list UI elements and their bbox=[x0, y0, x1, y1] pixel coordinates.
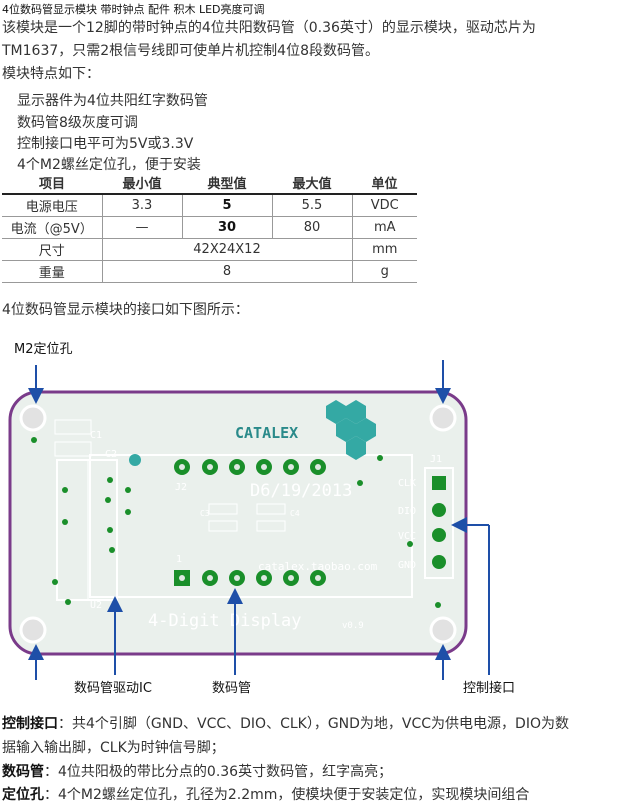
mounting-hole bbox=[429, 404, 457, 432]
capacitor-c2 bbox=[54, 441, 92, 457]
driver-ic-inner bbox=[87, 459, 118, 601]
label-mounting-hole: M2定位孔 bbox=[14, 342, 73, 357]
silk-c4: C4 bbox=[290, 509, 300, 518]
col-header-item: 项目 bbox=[2, 172, 102, 195]
capacitor-c1 bbox=[54, 419, 92, 435]
display-outline bbox=[89, 454, 413, 598]
spec-table-header: 项目 最小值 典型值 最大值 单位 bbox=[2, 172, 417, 195]
pin-label-dio: DIO bbox=[398, 506, 416, 517]
cell-item: 重量 bbox=[2, 260, 102, 283]
cell-max: 80 bbox=[271, 216, 352, 239]
table-row: 电流（@5V） — 30 80 mA bbox=[2, 216, 417, 239]
desc-display-label: 数码管 bbox=[2, 764, 44, 780]
silk-website: catalex.taobao.com bbox=[258, 560, 378, 573]
col-header-typ: 典型值 bbox=[182, 172, 272, 195]
feature-item: 显示器件为4位共阳红字数码管 bbox=[17, 93, 208, 109]
features-title: 模块特点如下： bbox=[2, 66, 100, 82]
label-display: 数码管 bbox=[212, 681, 252, 696]
brand-logo bbox=[326, 400, 376, 460]
desc-interface-label: 控制接口 bbox=[2, 716, 58, 732]
pin-dio-pad bbox=[432, 503, 446, 517]
spec-table: 项目 最小值 典型值 最大值 单位 电源电压 3.3 5 5.5 VDC 电流（… bbox=[2, 172, 417, 283]
desc-interface: 控制接口：共4个引脚（GND、VCC、DIO、CLK），GND为地，VCC为供电… bbox=[2, 712, 614, 736]
cell-min: — bbox=[101, 216, 182, 239]
module-diagram: CATALEX C1 C2 J2 U2 J1 C3 C4 1 D6/19/201… bbox=[8, 360, 490, 680]
cell-typ: 30 bbox=[181, 216, 272, 239]
cell-merged: 42X24X12 bbox=[101, 238, 352, 261]
feature-item: 数码管8级灰度可调 bbox=[17, 115, 138, 131]
cell-unit: VDC bbox=[351, 194, 417, 217]
capacitor-c4 bbox=[256, 503, 286, 515]
capacitor-c5 bbox=[208, 520, 238, 532]
desc-display-text: ：4位共阳极的带比分点的0.36英寸数码管，红字高亮； bbox=[44, 764, 393, 780]
mounting-hole bbox=[19, 404, 47, 432]
silk-c3: C3 bbox=[200, 509, 210, 518]
intro-line-2: TM1637，只需2根信号线即可使单片机控制4位8段数码管。 bbox=[2, 43, 379, 59]
intro-line-1: 该模块是一个12脚的带时钟点的4位共阳数码管（0.36英寸）的显示模块，驱动芯片… bbox=[2, 20, 536, 36]
page-header: 4位数码管显示模块 带时钟点 配件 积木 LED亮度可调 bbox=[2, 3, 265, 16]
cell-unit: mm bbox=[351, 238, 417, 261]
col-header-unit: 单位 bbox=[352, 172, 417, 195]
cell-item: 电源电压 bbox=[2, 194, 102, 217]
silk-c1: C1 bbox=[90, 430, 102, 441]
ic-via-pads bbox=[31, 437, 441, 608]
table-row: 电源电压 3.3 5 5.5 VDC bbox=[2, 194, 417, 217]
desc-interface-text: ：共4个引脚（GND、VCC、DIO、CLK），GND为地，VCC为供电电源，D… bbox=[58, 716, 569, 732]
table-row: 重量 8 g bbox=[2, 260, 417, 283]
silk-j2: J2 bbox=[175, 482, 187, 493]
cell-item: 尺寸 bbox=[2, 238, 102, 261]
silk-pin1: 1 bbox=[176, 554, 182, 565]
desc-mount-label: 定位孔 bbox=[2, 787, 44, 803]
desc-mount-text: ：4个M2螺丝定位孔，孔径为2.2mm，使模块便于安装定位，实现模块间组合 bbox=[44, 787, 530, 803]
pin-label-clk: CLK bbox=[398, 478, 416, 489]
desc-display: 数码管：4位共阳极的带比分点的0.36英寸数码管，红字高亮； bbox=[2, 760, 614, 784]
feature-item: 4个M2螺丝定位孔，便于安装 bbox=[17, 157, 201, 173]
cell-item: 电流（@5V） bbox=[2, 216, 102, 239]
label-interface: 控制接口 bbox=[463, 681, 516, 696]
pin-label-vcc: VCC bbox=[398, 531, 416, 542]
silk-date: D6/19/2013 bbox=[250, 481, 352, 501]
col-header-max: 最大值 bbox=[272, 172, 352, 195]
cell-max: 5.5 bbox=[271, 194, 352, 217]
mounting-hole bbox=[19, 616, 47, 644]
col-header-min: 最小值 bbox=[102, 172, 182, 195]
pin-gnd-pad bbox=[432, 555, 446, 569]
interface-caption: 4位数码管显示模块的接口如下图所示： bbox=[2, 302, 249, 318]
capacitor-c3 bbox=[208, 503, 238, 515]
cell-unit: mA bbox=[351, 216, 417, 239]
led-indicator bbox=[129, 454, 141, 466]
silk-version: v0.9 bbox=[342, 621, 364, 631]
cell-unit: g bbox=[351, 260, 417, 283]
silk-u2: U2 bbox=[90, 600, 102, 611]
pin-clk-pad bbox=[432, 476, 446, 490]
silk-j1: J1 bbox=[430, 454, 442, 465]
silk-c2: C2 bbox=[105, 449, 117, 460]
silk-product: 4-Digit Display bbox=[148, 611, 302, 631]
desc-interface-2: 据输入输出脚，CLK为时钟信号脚； bbox=[2, 740, 225, 756]
pin-label-gnd: GND bbox=[398, 560, 416, 571]
pin-vcc-pad bbox=[432, 528, 446, 542]
cell-typ: 5 bbox=[181, 194, 272, 217]
brand-text: CATALEX bbox=[235, 424, 298, 442]
table-row: 尺寸 42X24X12 mm bbox=[2, 238, 417, 261]
capacitor-c6 bbox=[256, 520, 286, 532]
cell-merged: 8 bbox=[101, 260, 352, 283]
label-driver-ic: 数码管驱动IC bbox=[74, 681, 152, 696]
desc-mount: 定位孔：4个M2螺丝定位孔，孔径为2.2mm，使模块便于安装定位，实现模块间组合 bbox=[2, 783, 614, 807]
cell-min: 3.3 bbox=[101, 194, 182, 217]
mounting-hole bbox=[429, 616, 457, 644]
feature-item: 控制接口电平可为5V或3.3V bbox=[17, 136, 194, 152]
